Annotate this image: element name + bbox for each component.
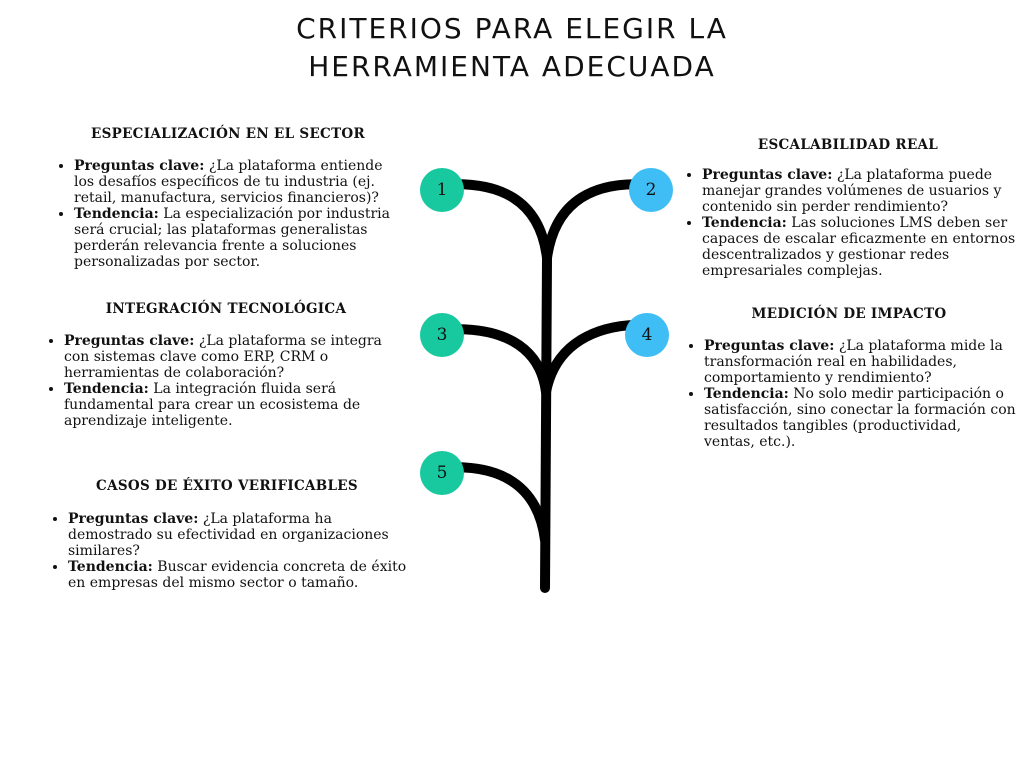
- trend-label: Tendencia:: [68, 559, 153, 575]
- criterion-block-3: INTEGRACIÓN TECNOLÓGICA Preguntas clave:…: [42, 301, 410, 429]
- question-text: ¿La plataforma entiende los desafíos esp…: [74, 158, 383, 206]
- list-item: Tendencia: Las soluciones LMS deben ser …: [702, 215, 1016, 279]
- criterion-heading: ESCALABILIDAD REAL: [757, 137, 939, 153]
- node-3: 3: [420, 313, 464, 357]
- criterion-heading: INTEGRACIÓN TECNOLÓGICA: [105, 301, 347, 317]
- question-label: Preguntas clave:: [74, 158, 205, 174]
- criterion-block-4: MEDICIÓN DE IMPACTO Preguntas clave: ¿La…: [682, 306, 1016, 450]
- trend-text: No solo medir participación o satisfacci…: [704, 386, 1016, 450]
- node-3-number: 3: [436, 325, 448, 345]
- question-label: Preguntas clave:: [702, 167, 833, 183]
- list-item: Tendencia: Buscar evidencia concreta de …: [68, 559, 408, 591]
- node-2-number: 2: [645, 180, 657, 200]
- criterion-list: Preguntas clave: ¿La plataforma puede ma…: [680, 167, 1016, 279]
- title-line-2: HERRAMIENTA ADECUADA: [308, 50, 716, 83]
- title-line-1: CRITERIOS PARA ELEGIR LA: [296, 12, 728, 45]
- node-4: 4: [625, 313, 669, 357]
- trend-label: Tendencia:: [64, 381, 149, 397]
- criterion-block-2: ESCALABILIDAD REAL Preguntas clave: ¿La …: [680, 137, 1016, 279]
- node-1-number: 1: [436, 180, 448, 200]
- node-2: 2: [629, 168, 673, 212]
- trend-label: Tendencia:: [702, 215, 787, 231]
- trend-label: Tendencia:: [704, 386, 789, 402]
- node-4-number: 4: [641, 325, 653, 345]
- criterion-heading: CASOS DE ÉXITO VERIFICABLES: [96, 478, 358, 494]
- list-item: Preguntas clave: ¿La plataforma se integ…: [64, 333, 410, 381]
- criterion-list: Preguntas clave: ¿La plataforma entiende…: [52, 158, 404, 270]
- node-5: 5: [420, 451, 464, 495]
- trend-text: La integración fluida será fundamental p…: [64, 381, 361, 429]
- list-item: Preguntas clave: ¿La plataforma puede ma…: [702, 167, 1016, 215]
- question-text: ¿La plataforma mide la transformación re…: [704, 338, 1003, 386]
- list-item: Preguntas clave: ¿La plataforma entiende…: [74, 158, 404, 206]
- trend-text: La especialización por industria será cr…: [74, 206, 391, 270]
- list-item: Tendencia: La integración fluida será fu…: [64, 381, 410, 429]
- question-text: ¿La plataforma puede manejar grandes vol…: [702, 167, 1002, 215]
- criterion-block-1: ESPECIALIZACIÓN EN EL SECTOR Preguntas c…: [52, 126, 404, 270]
- list-item: Tendencia: No solo medir participación o…: [704, 386, 1016, 450]
- criterion-list: Preguntas clave: ¿La plataforma mide la …: [682, 338, 1016, 450]
- trend-text: Las soluciones LMS deben ser capaces de …: [702, 215, 1016, 279]
- question-label: Preguntas clave:: [704, 338, 835, 354]
- question-label: Preguntas clave:: [64, 333, 195, 349]
- trend-text: Buscar evidencia concreta de éxito en em…: [68, 559, 407, 591]
- criterion-block-5: CASOS DE ÉXITO VERIFICABLES Preguntas cl…: [46, 478, 408, 591]
- question-text: ¿La plataforma ha demostrado su efectivi…: [68, 511, 389, 559]
- question-label: Preguntas clave:: [68, 511, 199, 527]
- criterion-heading: ESPECIALIZACIÓN EN EL SECTOR: [90, 126, 366, 142]
- criterion-list: Preguntas clave: ¿La plataforma se integ…: [42, 333, 410, 429]
- node-1: 1: [420, 168, 464, 212]
- list-item: Preguntas clave: ¿La plataforma mide la …: [704, 338, 1016, 386]
- node-5-number: 5: [436, 463, 448, 483]
- question-text: ¿La plataforma se integra con sistemas c…: [64, 333, 382, 381]
- list-item: Tendencia: La especialización por indust…: [74, 206, 404, 270]
- trend-label: Tendencia:: [74, 206, 159, 222]
- list-item: Preguntas clave: ¿La plataforma ha demos…: [68, 511, 408, 559]
- criterion-heading: MEDICIÓN DE IMPACTO: [751, 306, 947, 322]
- page-title: CRITERIOS PARA ELEGIR LA HERRAMIENTA ADE…: [0, 10, 1024, 86]
- criterion-list: Preguntas clave: ¿La plataforma ha demos…: [46, 511, 408, 591]
